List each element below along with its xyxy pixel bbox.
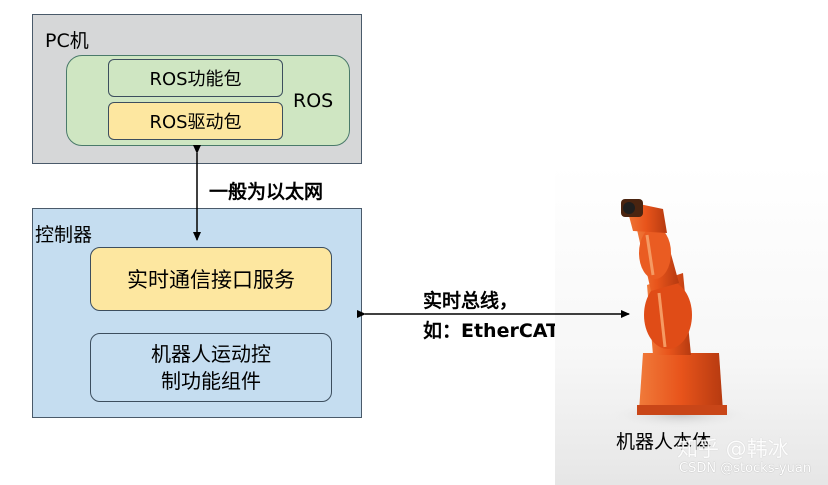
csdn-watermark: CSDN @stocks-yuan: [679, 461, 811, 476]
zhihu-watermark: 知乎 @韩冰: [677, 433, 789, 463]
